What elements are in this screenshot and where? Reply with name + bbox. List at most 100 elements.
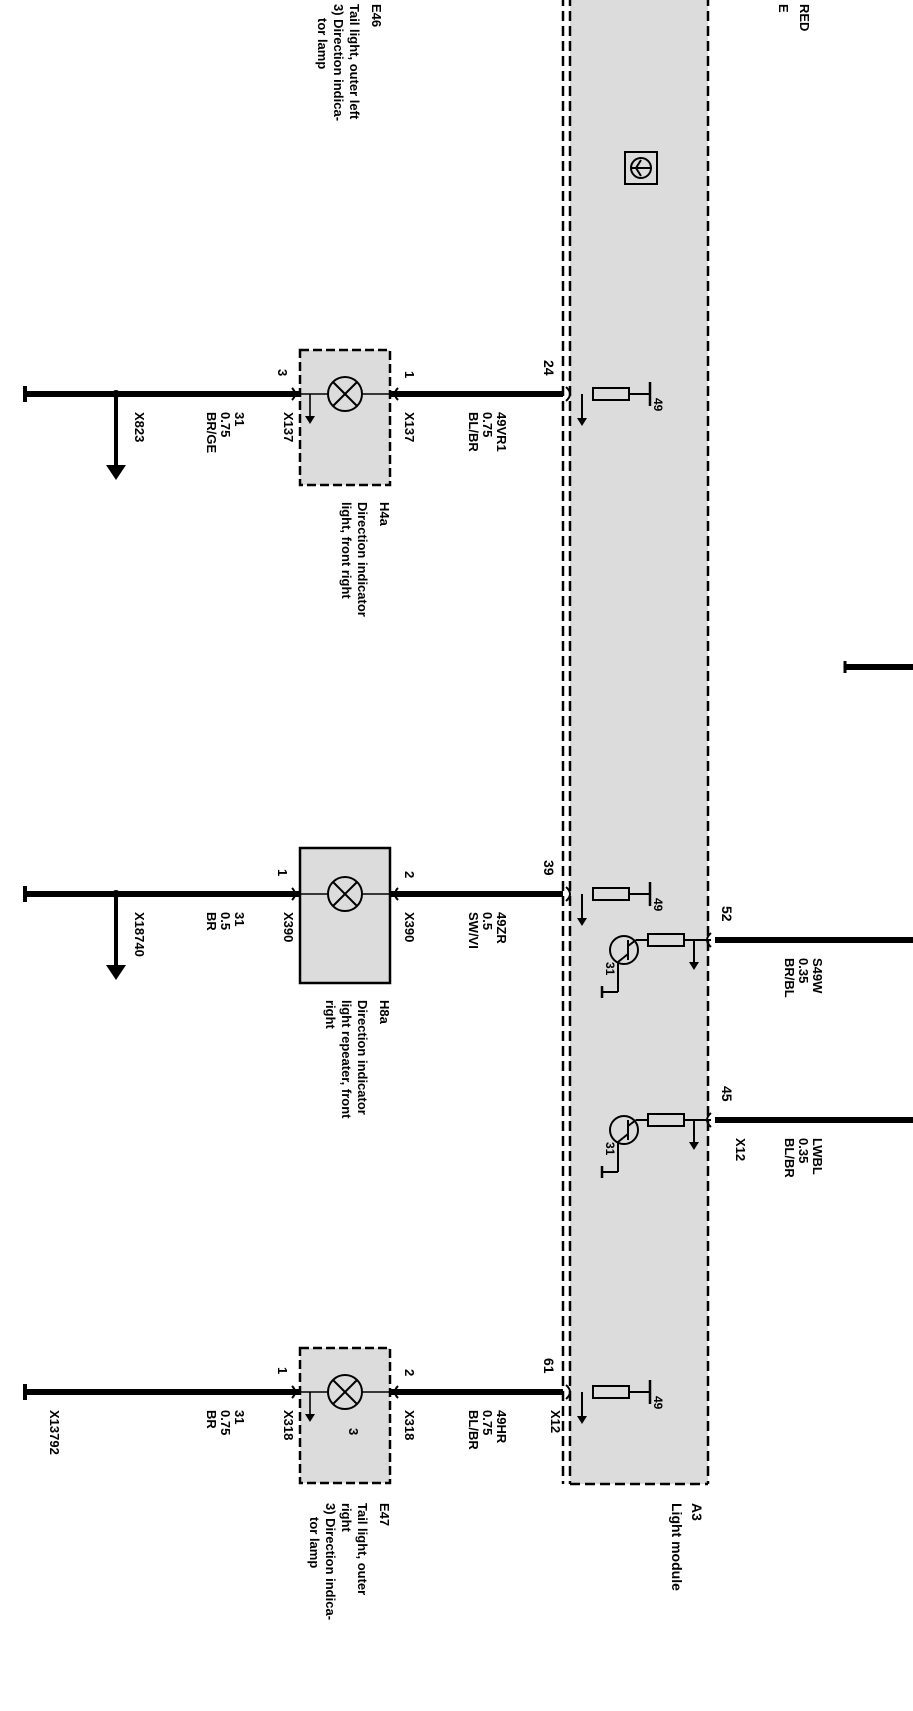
h4a-lamp-icon	[327, 376, 363, 412]
lwbl-internal-31: 31	[603, 1142, 617, 1156]
h8a-desc-1: Direction indicator	[355, 1000, 370, 1115]
s49w-wire-label: S49W 0.35 BR/BL	[782, 958, 825, 998]
h4a-conn-top: X137	[402, 412, 417, 442]
h8a-conn-top: X390	[402, 912, 417, 942]
e47-desc-2: right	[339, 1503, 354, 1533]
output-lwbl: 31 45 X12 LWBL 0.35 BL/BR	[600, 1086, 913, 1178]
e47-lamp-box	[298, 1346, 392, 1485]
e47-conn-top: X318	[402, 1410, 417, 1440]
h8a-ground: X18740	[132, 912, 147, 957]
e47-ground: X13792	[47, 1410, 62, 1455]
h4a-module-pin: 24	[541, 360, 557, 376]
e47-desc-4: tor lamp	[307, 1517, 322, 1568]
h8a-wire-top-label: 49ZR 0.5 SW/VI	[466, 912, 509, 949]
s49w-transistor-icon	[600, 935, 639, 998]
e47-wire-bottom-color: BR	[204, 1410, 219, 1429]
h8a-desc-2: light repeater, front	[339, 1000, 354, 1119]
e47-wire-top-label: 49HR 0.75 BL/BR	[466, 1410, 509, 1450]
circuit-h4a: 49 24 49VR1 0.75 BL/BR 1 X137 3 X137 31 …	[23, 348, 665, 617]
e47-pin-top: 2	[402, 1369, 417, 1376]
e47-wire-bottom-size: 0.75	[218, 1410, 233, 1435]
h8a-wire-bottom-color: BR	[204, 912, 219, 931]
h4a-wire-top-size: 0.75	[480, 412, 495, 437]
lwbl-wire-color: BL/BR	[782, 1138, 797, 1178]
e47-wire-top-size: 0.75	[480, 1410, 495, 1435]
e47-lamp-icon	[327, 1374, 363, 1410]
h4a-code: H4a	[377, 502, 392, 527]
lwbl-wire-label: LWBL 0.35 BL/BR	[782, 1138, 825, 1178]
lwbl-module-conn: X12	[733, 1138, 748, 1161]
lwbl-wire-code: LWBL	[810, 1138, 825, 1175]
e47-lamp-note: 3	[346, 1428, 361, 1435]
lwbl-transistor-icon	[600, 1115, 639, 1178]
h4a-wire-bottom-color: BR/GE	[204, 412, 219, 454]
h4a-conn-bottom: X137	[281, 412, 296, 442]
h4a-wire-top-color: BL/BR	[466, 412, 481, 452]
h4a-wire-top-code: 49VR1	[494, 412, 509, 452]
e46-line-3: tor lamp	[315, 18, 330, 69]
h4a-wire-top-label: 49VR1 0.75 BL/BR	[466, 412, 509, 452]
h8a-pin-bottom: 1	[275, 869, 290, 876]
h4a-wire-bottom-size: 0.75	[218, 412, 233, 437]
h4a-desc-2: light, front right	[339, 502, 354, 599]
h8a-wire-bottom-label: 31 0.5 BR	[204, 912, 247, 931]
e47-conn-bottom: X318	[281, 1410, 296, 1440]
e47-desc-3: 3) Direction indica-	[323, 1503, 338, 1620]
e47-wire-bottom-label: 31 0.75 BR	[204, 1410, 247, 1435]
e47-module-conn: X12	[548, 1410, 563, 1433]
lwbl-wire-size: 0.35	[796, 1138, 811, 1163]
e47-internal-49: 49	[651, 1396, 665, 1410]
h4a-ground: X823	[132, 412, 147, 442]
h8a-wire-bottom-code: 31	[232, 912, 247, 926]
h4a-lamp-box	[298, 348, 392, 487]
h8a-code: H8a	[377, 1000, 392, 1025]
e47-module-pin: 61	[541, 1358, 557, 1374]
h8a-lamp-box	[298, 846, 392, 985]
lwbl-module-pin: 45	[719, 1086, 735, 1102]
h8a-lamp-icon	[327, 876, 363, 912]
circuit-e47: 3 49 61 X12 49HR 0.75 BL/BR 2 X318 1 X31…	[23, 1346, 665, 1620]
e47-wire-bottom-code: 31	[232, 1410, 247, 1424]
light-module-a3: A3 Light module	[561, 0, 710, 1591]
s49w-module-pin: 52	[719, 906, 735, 922]
s49w-wire-color: BR/BL	[782, 958, 797, 998]
e46-line-2: 3) Direction indica-	[331, 4, 346, 121]
e46-line-1: Tail light, outer left	[347, 4, 362, 120]
h4a-pin-top: 1	[402, 371, 417, 378]
module-name: Light module	[669, 1503, 685, 1591]
e47-code: E47	[377, 1503, 392, 1526]
h8a-wire-top-size: 0.5	[480, 912, 495, 930]
e47-pin-bottom: 1	[275, 1367, 290, 1374]
e47-desc-1: Tail light, outer	[355, 1503, 370, 1595]
e46-code: E46	[369, 4, 384, 27]
light-module-box	[570, 0, 708, 1484]
e46-notes: E46 Tail light, outer left 3) Direction …	[315, 4, 384, 121]
h8a-internal-49: 49	[651, 898, 665, 912]
e47-description: E47 Tail light, outer right 3) Direction…	[307, 1503, 392, 1620]
h8a-wire-bottom-size: 0.5	[218, 912, 233, 930]
module-code: A3	[689, 1503, 705, 1521]
s49w-wire-size: 0.35	[796, 958, 811, 983]
h8a-pin-top: 2	[402, 871, 417, 878]
h8a-conn-bottom: X390	[281, 912, 296, 942]
h8a-description: H8a Direction indicator light repeater, …	[323, 1000, 392, 1119]
circuit-h8a: 49 39 49ZR 0.5 SW/VI 2 X390 1 X390 31 0.…	[23, 846, 665, 1119]
e47-wire-top-code: 49HR	[494, 1410, 509, 1444]
h8a-desc-3: right	[323, 1000, 338, 1030]
h8a-wire-top-color: SW/VI	[466, 912, 481, 949]
s49w-internal-31: 31	[603, 962, 617, 976]
e47-wire-top-color: BL/BR	[466, 1410, 481, 1450]
top-right-cut-text-2: E	[776, 4, 791, 13]
h4a-wire-bottom-label: 31 0.75 BR/GE	[204, 412, 247, 454]
h8a-module-pin: 39	[541, 860, 557, 876]
h4a-desc-1: Direction indicator	[355, 502, 370, 617]
module-symbol-icon	[624, 151, 658, 185]
h8a-wire-top-code: 49ZR	[494, 912, 509, 944]
h4a-wire-bottom-code: 31	[232, 412, 247, 426]
top-right-cut-text-1: RED	[797, 4, 812, 31]
h4a-description: H4a Direction indicator light, front rig…	[339, 502, 392, 617]
s49w-wire-code: S49W	[810, 958, 825, 994]
h4a-pin-bottom: 3	[275, 369, 290, 376]
h4a-internal-49: 49	[651, 398, 665, 412]
